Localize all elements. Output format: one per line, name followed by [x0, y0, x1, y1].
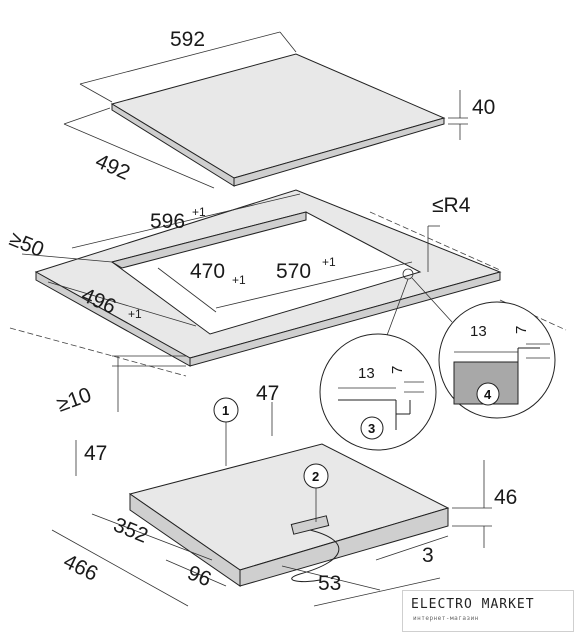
detail3-height: 7 — [389, 366, 406, 374]
detail-4: 13 7 4 — [438, 301, 556, 419]
dim-offset-96: 96 — [184, 561, 214, 591]
watermark-name: ELECTRO MARKET — [411, 597, 535, 612]
dim-inner-depth: 470 — [190, 260, 225, 283]
dim-inner-width: 570 — [276, 260, 311, 283]
dim-worktop-width: 596 — [150, 210, 185, 233]
dim-body-depth: 466 — [60, 550, 102, 586]
hob-top-view: 592 492 40 — [63, 28, 495, 189]
dim-hob-width: 592 — [170, 28, 205, 51]
detail4-height: 7 — [513, 326, 530, 334]
watermark: ELECTRO MARKET интернет-магазин — [402, 590, 574, 632]
detail-3: 13 7 3 — [319, 333, 437, 451]
callout-1: 1 — [222, 403, 229, 418]
detail3-width: 13 — [358, 365, 375, 382]
dim-worktop-width-tol: +1 — [192, 205, 206, 219]
dim-rear-clearance: 47 — [256, 382, 279, 405]
dim-offset-53: 53 — [318, 572, 341, 595]
dim-inner-width-tol: +1 — [322, 255, 336, 269]
detail4-width: 13 — [470, 323, 487, 340]
hob-body: 1 2 47 47 46 352 466 96 53 3 — [51, 382, 517, 607]
dim-body-height: 46 — [494, 486, 517, 509]
watermark-subtitle: интернет-магазин — [413, 615, 479, 622]
dim-front-clearance: 47 — [84, 442, 107, 465]
dim-worktop-depth-tol: +1 — [128, 307, 142, 321]
callout-4: 4 — [484, 387, 492, 402]
dim-min-thickness: ≥10 — [54, 383, 95, 417]
callout-2: 2 — [312, 469, 319, 484]
dim-hob-height: 40 — [472, 96, 495, 119]
dim-corner-radius: ≤R4 — [432, 194, 471, 217]
callout-3: 3 — [368, 421, 375, 436]
dim-offset-3: 3 — [422, 544, 434, 567]
dim-inner-depth-tol: +1 — [232, 273, 246, 287]
worktop-cutout: 596 +1 ≥50 496 +1 470 +1 570 +1 ≤R4 ≥10 — [6, 189, 567, 417]
dim-hob-depth: 492 — [92, 150, 133, 185]
dim-min-front: ≥50 — [6, 227, 47, 261]
